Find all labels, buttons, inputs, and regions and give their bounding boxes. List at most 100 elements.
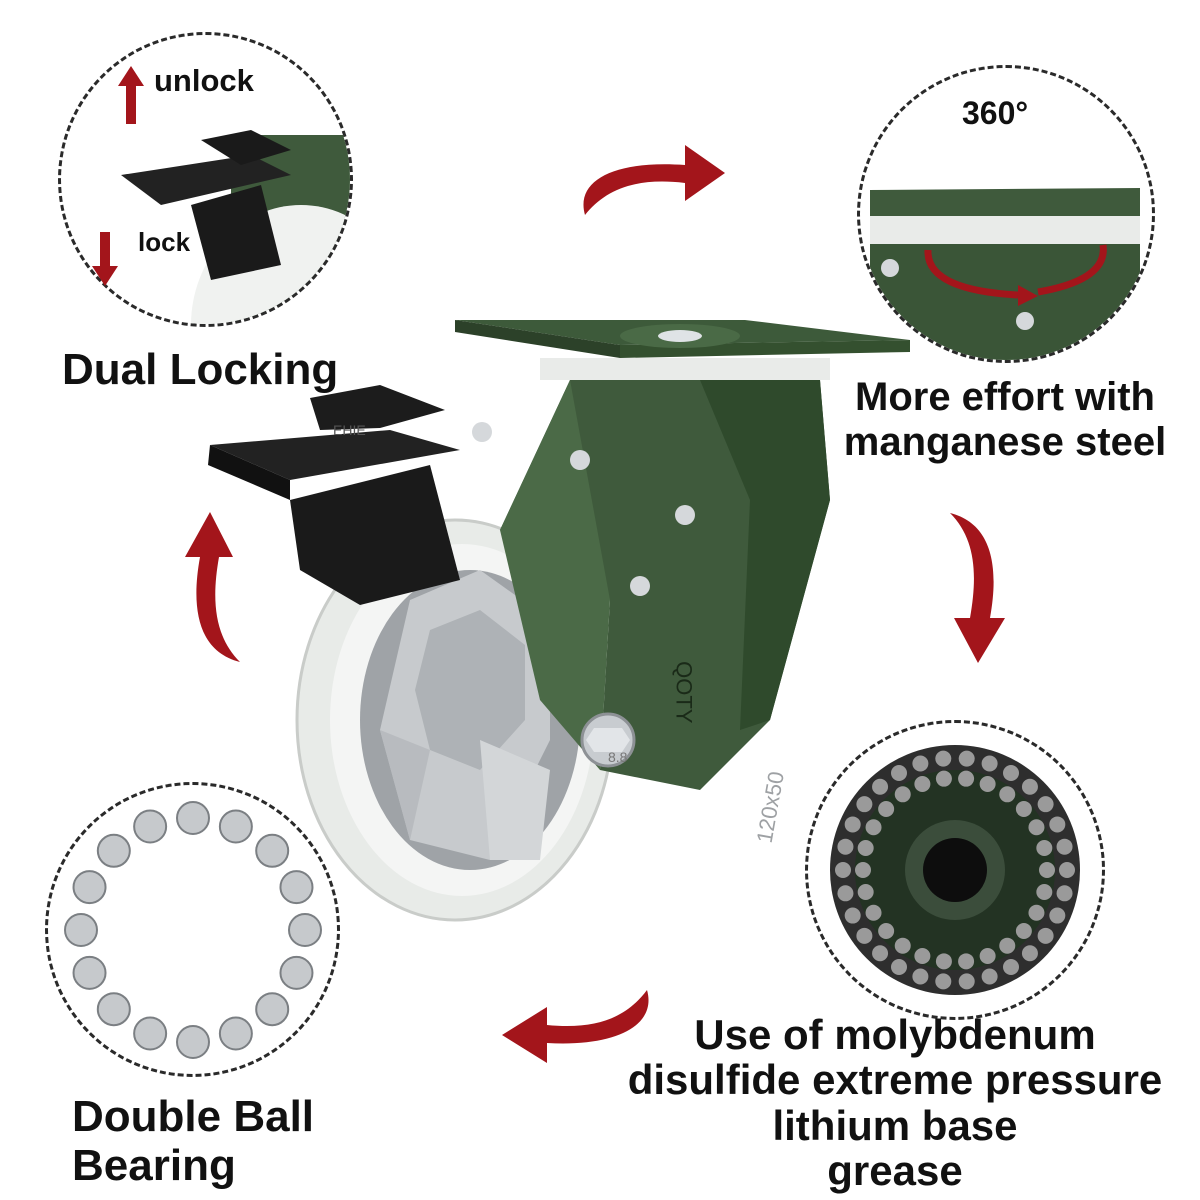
bearing-ball [218, 1016, 253, 1051]
grease-bearing-ball [844, 907, 861, 924]
grease-bearing-ball [844, 816, 861, 833]
bearing-title-line2: Bearing [72, 1141, 236, 1191]
grease-bearing-ball [958, 973, 975, 990]
bolt-grade-mark: 8.8 [608, 749, 628, 765]
grease-bearing-ball [914, 775, 931, 792]
grease-bearing-ball [856, 927, 873, 944]
grease-bearing-ball [935, 750, 952, 767]
bearing-ball [279, 870, 314, 905]
grease-bearing-ball [856, 796, 873, 813]
grease-bearing-ball [891, 958, 907, 975]
grease-bearing-ball [872, 945, 889, 962]
grease-bearing-ball [857, 839, 874, 856]
bearing-balls [64, 801, 322, 1059]
bearing-ball [255, 992, 290, 1027]
bearing-ball [218, 809, 253, 844]
grease-bearing-ball [1037, 796, 1054, 813]
grease-bearing-ball [1015, 800, 1032, 817]
grease-bearing-ball [1003, 765, 1019, 782]
grease-bearing-ball [1028, 819, 1045, 836]
bearing-ball [96, 992, 131, 1027]
grease-bearing-ball [1036, 884, 1053, 901]
grease-bearing-ball [1028, 904, 1045, 921]
manganese-steel-line1: More effort with [855, 375, 1155, 419]
grease-bearing-ball [1039, 862, 1055, 878]
grease-bearing-ball [958, 770, 975, 787]
grease-detail-circle [805, 720, 1105, 1020]
grease-bearing-ball [958, 750, 975, 767]
grease-bearing-ball [1056, 838, 1073, 855]
grease-bearing-ball [1015, 923, 1032, 940]
grease-bearing-ball [894, 786, 911, 803]
curved-arrow-icon [940, 508, 1010, 663]
grease-bearing-ball [981, 968, 998, 985]
grease-bearing-ball [979, 775, 996, 792]
grease-bearing-ball [835, 862, 851, 878]
grease-bearing-ball [865, 904, 882, 921]
grease-bearing-ball [894, 937, 911, 954]
grease-bearing-ball [935, 770, 952, 787]
grease-bearing-ball [935, 953, 952, 970]
grease-bearing-ball [837, 885, 854, 902]
grease-bearing-ball [872, 778, 889, 795]
grease-bearing-ball [1003, 958, 1019, 975]
bearing-ball [288, 913, 322, 947]
lock-label: lock [138, 227, 191, 257]
grease-bearing-ball [979, 948, 996, 965]
ball-bearing-detail-circle [45, 782, 340, 1077]
grease-bearing-ball [865, 819, 882, 836]
grease-bearing-ball [1021, 945, 1038, 962]
curved-arrow-icon [185, 512, 245, 667]
pedal-mark: EHIE [333, 422, 366, 438]
grease-bearing-ball [1049, 907, 1066, 924]
bearing-ball [72, 870, 107, 905]
grease-bearing-ball [1021, 778, 1038, 795]
dual-locking-title: Dual Locking [62, 345, 339, 394]
grease-bearing-ball [981, 755, 998, 772]
curved-arrow-icon [497, 985, 657, 1070]
grease-description: Use of molybdenum disulfide extreme pres… [590, 1011, 1200, 1195]
grease-line4: grease [827, 1147, 963, 1195]
grease-bearing-ball [891, 765, 907, 782]
grease-bearing-ball [1037, 927, 1054, 944]
bearing-ball [72, 955, 107, 990]
grease-bearing-ball [878, 800, 895, 817]
curved-arrow-icon [575, 135, 730, 220]
grease-bearing-ball [935, 973, 952, 990]
bearing-ball [176, 1025, 210, 1059]
bearing-ball [64, 913, 98, 947]
grease-line2: disulfide extreme pressure [627, 1056, 1163, 1104]
caster-wheel-illustration [180, 300, 940, 940]
manganese-steel-line2: manganese steel [843, 419, 1167, 464]
grease-line3: lithium base [772, 1101, 1018, 1149]
grease-bearing-ball [1049, 816, 1066, 833]
rotation-arrow-icon [918, 230, 1118, 310]
grease-bearing-ball [878, 923, 895, 940]
grease-line1: Use of molybdenum [694, 1011, 1096, 1058]
bearing-title-line1: Double Ball [72, 1092, 315, 1141]
bearing-ball [133, 809, 168, 844]
grease-bearing-ball [857, 884, 874, 901]
manganese-steel-text: More effort with manganese steel [830, 375, 1180, 465]
grease-bearing-ball [999, 786, 1016, 803]
grease-bearing-ball [1036, 839, 1053, 856]
grease-bearing-ball [1059, 862, 1075, 878]
grease-bearing-ball [999, 937, 1016, 954]
grease-bearing-ball [912, 968, 929, 985]
bearing-ball [255, 833, 290, 868]
swivel-degrees-label: 360° [962, 95, 1029, 131]
grease-bearing-ball [912, 755, 929, 772]
double-ball-bearing-title: Double Ball Bearing [72, 1092, 314, 1191]
unlock-label: unlock [154, 63, 254, 98]
arrow-down-icon [92, 232, 118, 286]
bearing-ball [176, 801, 210, 835]
grease-bearing-ball [1056, 885, 1073, 902]
grease-bearing-ball [837, 838, 854, 855]
bearing-ball [96, 833, 131, 868]
arrow-up-icon [118, 66, 144, 124]
grease-bearing-ball [958, 953, 975, 970]
grease-bearing-ball [914, 948, 931, 965]
bearing-ball [279, 955, 314, 990]
grease-bearing-ball [855, 862, 871, 878]
wheel-brand-mark: QOTY [671, 661, 697, 724]
